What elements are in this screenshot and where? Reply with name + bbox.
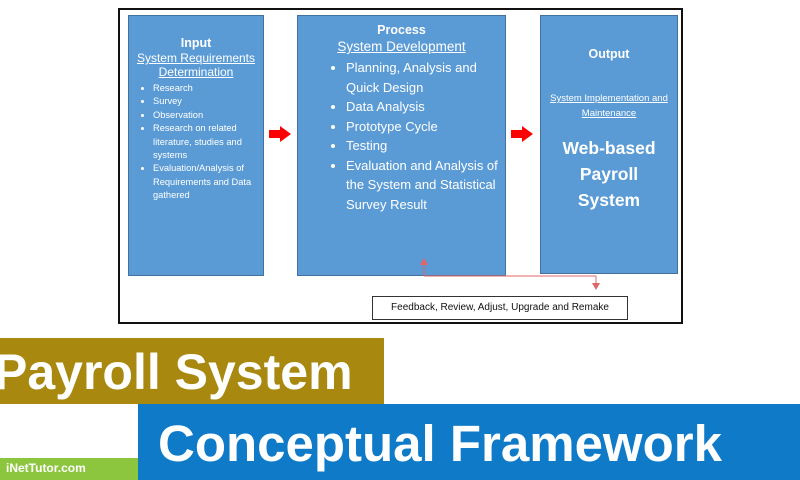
process-item-planning: Planning, Analysis and Quick Design: [346, 58, 499, 97]
output-box: Output System Implementation and Mainten…: [540, 15, 678, 274]
right-arrow-icon: [269, 126, 291, 142]
output-title: Output: [588, 47, 630, 61]
process-subtitle: System Development: [337, 39, 466, 54]
input-item-survey: Survey: [153, 95, 259, 108]
output-subtitle: System Implementation and Maintenance: [550, 93, 668, 119]
input-item-observation: Observation: [153, 109, 259, 122]
title-line-1: Payroll System: [0, 344, 353, 400]
input-item-related-literature: Research on related literature, studies …: [153, 122, 259, 162]
site-name: iNetTutor.com: [6, 461, 86, 475]
process-title: Process: [377, 23, 426, 37]
process-list: Planning, Analysis and Quick Design Data…: [298, 58, 505, 214]
input-subtitle: System Requirements Determination: [136, 51, 256, 79]
feedback-box: Feedback, Review, Adjust, Upgrade and Re…: [372, 296, 628, 320]
conceptual-framework-diagram: Input System Requirements Determination …: [118, 8, 683, 324]
input-list: Research Survey Observation Research on …: [129, 82, 263, 203]
process-box: Process System Development Planning, Ana…: [297, 15, 506, 276]
site-badge: iNetTutor.com: [0, 458, 138, 480]
input-title: Input: [180, 36, 212, 50]
input-item-evaluation: Evaluation/Analysis of Requirements and …: [153, 162, 259, 202]
right-arrow-icon: [511, 126, 533, 142]
feedback-loop-connector: [420, 258, 600, 290]
input-item-research: Research: [153, 82, 259, 95]
process-item-testing: Testing: [346, 136, 499, 156]
title-banner-line-1: Payroll System: [0, 338, 384, 404]
process-item-prototype-cycle: Prototype Cycle: [346, 117, 499, 137]
output-main-text: Web-based Payroll System: [562, 138, 656, 210]
process-item-data-analysis: Data Analysis: [346, 97, 499, 117]
input-box: Input System Requirements Determination …: [128, 15, 264, 276]
process-item-evaluation: Evaluation and Analysis of the System an…: [346, 156, 499, 215]
title-banner-line-2: Conceptual Framework: [138, 404, 800, 480]
title-line-2: Conceptual Framework: [158, 415, 722, 472]
